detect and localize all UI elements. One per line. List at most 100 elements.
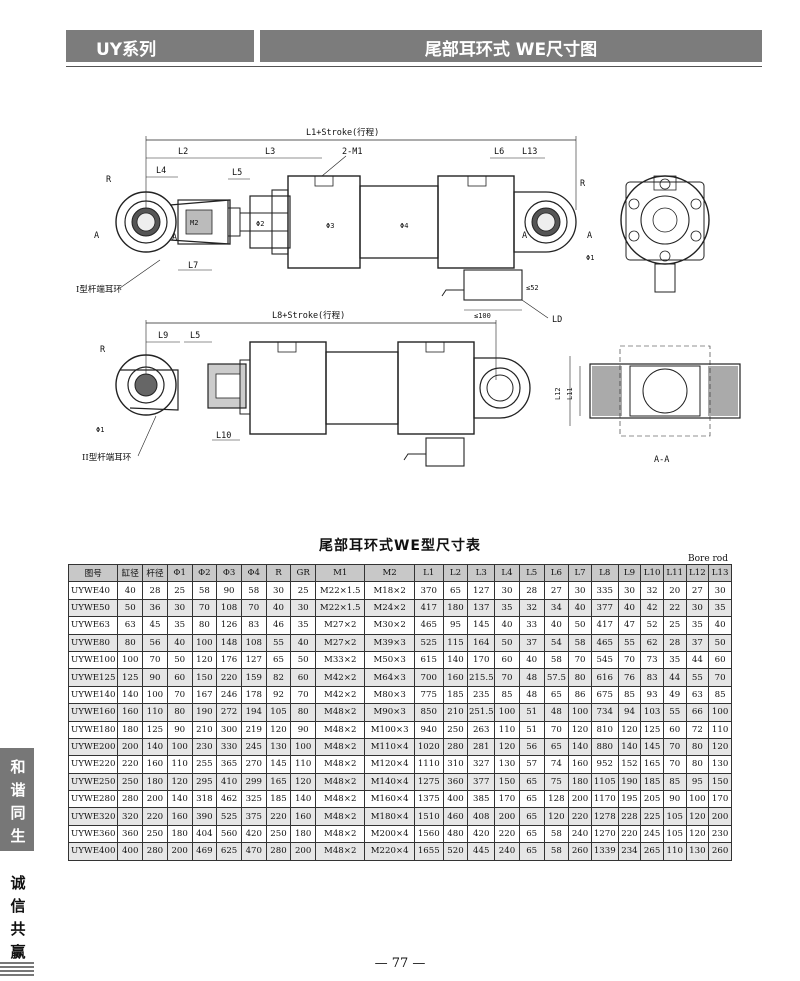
dim-l9: L9 [158, 331, 168, 341]
label-r-bottom: R [100, 345, 106, 355]
table-cell: 160 [142, 755, 168, 774]
table-cell: 50 [494, 633, 520, 652]
dim-l6: L6 [494, 147, 504, 157]
table-cell: M64×3 [364, 668, 415, 687]
table-cell: 272 [216, 703, 242, 722]
table-cell: 1655 [413, 842, 444, 861]
table-cell: 30 [708, 581, 732, 600]
table-cell: 120 [685, 824, 710, 844]
table-cell: 417 [590, 616, 619, 635]
table-cell: M48×2 [315, 842, 366, 861]
table-cell: 140 [166, 790, 193, 809]
table-cell: 105 [265, 703, 292, 722]
table-cell: 165 [640, 755, 664, 774]
table-cell: M200×4 [364, 824, 415, 844]
table-cell: 280 [442, 737, 469, 757]
table-cell: 167 [191, 685, 218, 705]
table-cell: 60 [662, 720, 687, 739]
table-cell: 164 [467, 633, 496, 652]
table-cell: M22×1.5 [315, 598, 366, 618]
table-cell: 58 [543, 824, 570, 844]
table-cell: 250 [117, 772, 144, 792]
table-cell: 260 [568, 842, 592, 861]
table-cell: 560 [216, 824, 242, 844]
table-cell: 148 [216, 633, 242, 652]
table-cell: 37 [518, 633, 545, 652]
model-cell: UYWE40 [67, 581, 119, 600]
table-cell: 49 [662, 685, 687, 705]
table-cell: 295 [191, 772, 218, 792]
table-cell: M100×3 [364, 720, 415, 739]
dim-l3: L3 [265, 147, 275, 157]
table-cell: M48×2 [315, 790, 366, 809]
table-cell: 377 [467, 772, 496, 792]
table-cell: 48 [518, 668, 545, 687]
table-cell: M42×2 [315, 685, 366, 705]
table-cell: 60 [494, 650, 520, 670]
table-cell: 246 [216, 685, 242, 705]
model-cell: UYWE50 [67, 598, 119, 618]
table-cell: 200 [290, 842, 317, 861]
table-cell: 35 [708, 598, 732, 618]
table-cell: M48×2 [315, 703, 366, 722]
table-cell: 40 [617, 598, 642, 618]
table-cell: 20 [662, 581, 687, 600]
table-cell: 130 [685, 842, 710, 861]
table-cell: 445 [467, 842, 496, 861]
model-cell: UYWE200 [67, 737, 119, 757]
table-cell: 1020 [413, 737, 444, 757]
table-cell: 120 [568, 720, 592, 739]
model-cell: UYWE220 [67, 755, 119, 774]
table-cell: 100 [685, 790, 710, 809]
table-cell: 54 [543, 633, 570, 652]
table-cell: 310 [442, 755, 469, 774]
label-m2: M2 [190, 219, 198, 227]
table-cell: 63 [117, 616, 144, 635]
column-header: R [265, 563, 292, 583]
table-cell: 100 [494, 703, 520, 722]
table-cell: 110 [708, 720, 732, 739]
table-cell: 70 [708, 668, 732, 687]
table-cell: 176 [216, 650, 242, 670]
table-cell: 95 [442, 616, 469, 635]
side-decor-bars [0, 962, 34, 978]
table-cell: 32 [518, 598, 545, 618]
table-cell: 120 [290, 772, 317, 792]
table-cell: 417 [413, 598, 444, 618]
table-cell: 545 [590, 650, 619, 670]
table-cell: 330 [216, 737, 242, 757]
table-cell: 465 [590, 633, 619, 652]
side-char-6: 信 [10, 897, 26, 915]
table-cell: 220 [494, 824, 520, 844]
table-cell: 360 [117, 824, 144, 844]
table-cell: 65 [442, 581, 469, 600]
table-cell: 70 [166, 685, 193, 705]
table-cell: 130 [494, 755, 520, 774]
table-cell: 90 [216, 581, 242, 600]
table-cell: 80 [191, 616, 218, 635]
table-cell: 265 [640, 842, 664, 861]
table-cell: 60 [708, 650, 732, 670]
table-cell: 47 [617, 616, 642, 635]
table-cell: 408 [467, 807, 496, 826]
table-cell: 1170 [590, 790, 619, 809]
table-cell: 810 [590, 720, 619, 739]
table-cell: 70 [191, 598, 218, 618]
table-cell: 40 [494, 616, 520, 635]
table-cell: 360 [442, 772, 469, 792]
table-cell: 60 [290, 668, 317, 687]
table-cell: 76 [617, 668, 642, 687]
table-cell: 92 [265, 685, 292, 705]
table-cell: 460 [442, 807, 469, 826]
dim-l13: L13 [522, 147, 537, 157]
table-cell: 125 [142, 720, 168, 739]
table-cell: 240 [494, 842, 520, 861]
table-cell: 28 [142, 581, 168, 600]
table-cell: 100 [166, 737, 193, 757]
dim-l8-stroke: L8+Stroke(行程) [272, 310, 345, 321]
column-header: Φ3 [216, 563, 242, 583]
